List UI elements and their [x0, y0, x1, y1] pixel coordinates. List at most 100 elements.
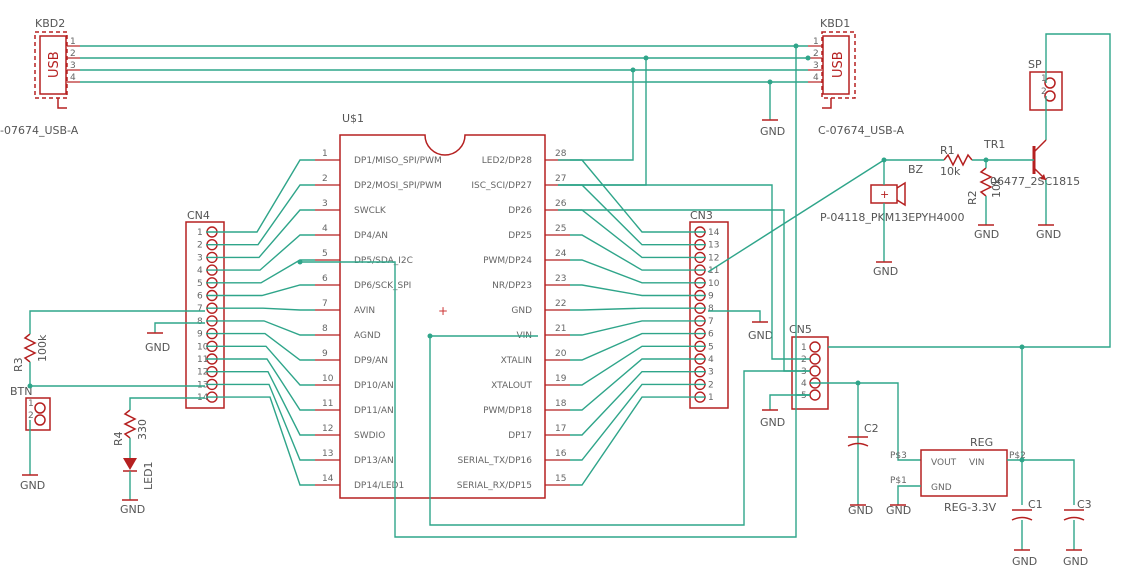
- u1-pin-label: DP9/AN: [354, 356, 388, 366]
- u1-pin-label: DP6/SCK_SPI: [354, 281, 411, 291]
- cn5-pin-number: 3: [801, 367, 807, 377]
- u1-pin-number: 9: [322, 349, 328, 359]
- btn-pin2: 2: [28, 411, 34, 421]
- cn4-gnd-symbol: GND: [145, 322, 205, 354]
- u1-cn3-wire: [570, 371, 706, 436]
- u1-cn4-wire: [206, 234, 315, 271]
- cn3-pin-number: 11: [708, 266, 719, 276]
- tr1-name: TR1: [983, 138, 1005, 151]
- u1-name: U$1: [342, 112, 364, 125]
- sp-pin2: 2: [1041, 87, 1047, 97]
- u1-pin-number: 11: [322, 399, 333, 409]
- cn3-pin-number: 6: [708, 330, 714, 340]
- u1-pin-label: DP25: [508, 231, 532, 241]
- btn-name: BTN: [10, 385, 33, 398]
- kbd1-pin2: 2: [813, 49, 819, 59]
- u1-pin-label: DP17: [508, 431, 532, 441]
- cn4-pin-number: 1: [197, 228, 203, 238]
- led1-diode: LED1 GND: [120, 438, 155, 516]
- cn4-pin-number: 11: [197, 355, 208, 365]
- usb-bus-wires: [80, 43, 811, 85]
- u1-pin-number: 8: [322, 324, 328, 334]
- cn4-pin-number: 3: [197, 253, 203, 263]
- cn5-pin-circle: [809, 353, 821, 365]
- kbd1-pin4: 4: [813, 73, 819, 83]
- kbd2-value: -07674_USB-A: [0, 124, 79, 137]
- u1-cn4-wire: [206, 383, 315, 461]
- u1-pin-label: SWDIO: [354, 431, 385, 441]
- u1-chip: U$1 +: [339, 112, 546, 499]
- c3-gnd-label: GND: [1063, 555, 1088, 568]
- reg-vout: VOUT: [931, 458, 957, 468]
- c3-capacitor: C3 GND: [1063, 498, 1092, 568]
- cn5-pin-number: 2: [801, 355, 807, 365]
- u1-cn3-wire: [570, 234, 706, 271]
- r3-resistor: R3 100k: [12, 310, 205, 389]
- btn-connector: BTN 1 2 GND: [10, 385, 51, 492]
- u1-cn3-wire: [570, 396, 706, 486]
- kbd2-connector: KBD2 USB -07674_USB-A 1 2 3 4: [0, 17, 80, 137]
- u1-cn3-wire: [570, 259, 706, 284]
- u1-pin-number: 15: [555, 474, 566, 484]
- cn3-pin-number: 7: [708, 317, 714, 327]
- cn5-pin-circle: [809, 341, 821, 353]
- cn3-pin-number: 5: [708, 342, 714, 352]
- u1-pin-label: XTALOUT: [491, 381, 532, 391]
- cn3-name: CN3: [690, 209, 713, 222]
- u1-pin-label: DP4/AN: [354, 231, 388, 241]
- u1-right-pins: 28LED2/DP2827ISC_SCI/DP2726DP2625DP2524P…: [457, 149, 570, 491]
- reg-p3: P$3: [890, 451, 907, 461]
- kbd1-value: C-07674_USB-A: [818, 124, 904, 137]
- u1-cn3-wire: [570, 209, 706, 259]
- bz-plus: +: [880, 188, 889, 201]
- u1-pin-number: 7: [322, 299, 328, 309]
- u1-cn4-wire: [206, 307, 315, 311]
- cn3-pin-number: 10: [708, 279, 720, 289]
- reg-regulator: REG VOUT VIN GND P$3 P$1 P$2 REG-3.3V GN…: [886, 436, 1075, 517]
- u1-pin-number: 19: [555, 374, 567, 384]
- kbd2-usb-label: USB: [47, 51, 62, 78]
- bz-buzzer: BZ + P-04118_PKM13EPYH4000 GND: [820, 160, 965, 278]
- cn3-gnd-label: GND: [748, 329, 773, 342]
- cn4-pin-number: 4: [197, 266, 203, 276]
- u1-pin-number: 24: [555, 249, 567, 259]
- cn3-pin-number: 1: [708, 393, 714, 403]
- kbd2-pin2: 2: [70, 49, 76, 59]
- u1-pin-label: PWM/DP24: [483, 256, 532, 266]
- u1-cn3-wire: [570, 383, 706, 461]
- u1-pin-label: AGND: [354, 331, 381, 341]
- u1-cn4-wire: [206, 259, 315, 284]
- u1-cn4-wire: [206, 371, 315, 436]
- u1-pin-label: AVIN: [354, 306, 375, 316]
- u1-pin-number: 28: [555, 149, 567, 159]
- cn3-connector: CN3: [689, 209, 729, 409]
- u1-pin-number: 13: [322, 449, 333, 459]
- u1-cn3-wire: [570, 332, 706, 361]
- cn4-pin-number: 8: [197, 317, 203, 327]
- sp-name: SP: [1028, 58, 1042, 71]
- reg-vin: VIN: [969, 458, 985, 468]
- u1-pin-number: 22: [555, 299, 566, 309]
- u1-pin-number: 27: [555, 174, 566, 184]
- tr1-value: 06477_2SC1815: [990, 175, 1080, 188]
- u1-pin-number: 4: [322, 224, 328, 234]
- u1-cn3-wire: [570, 358, 706, 411]
- u1-pin-label: DP14/LED1: [354, 481, 404, 491]
- r1-value: 10k: [940, 165, 961, 178]
- tr1-transistor: TR1 06477_2SC1815 GND: [983, 138, 1080, 241]
- cn5-pin-circle: [809, 389, 821, 401]
- led1-name: LED1: [142, 461, 155, 490]
- u1-cn3-wire: [570, 159, 706, 233]
- r1-resistor: R1 10k: [940, 144, 973, 178]
- led1-gnd-label: GND: [120, 503, 145, 516]
- u1-pin-label: DP10/AN: [354, 381, 394, 391]
- reg-name: REG: [970, 436, 993, 449]
- u1-pin-label: ISC_SCI/DP27: [471, 181, 532, 191]
- u1-pin-label: DP5/SDA_I2C: [354, 256, 413, 266]
- u1-pin-label: GND: [511, 306, 532, 316]
- sp-connector: SP 1 2: [828, 33, 1111, 348]
- u1-pin-number: 20: [555, 349, 567, 359]
- cn3-pin-number: 9: [708, 292, 714, 302]
- reg-p2: P$2: [1009, 451, 1026, 461]
